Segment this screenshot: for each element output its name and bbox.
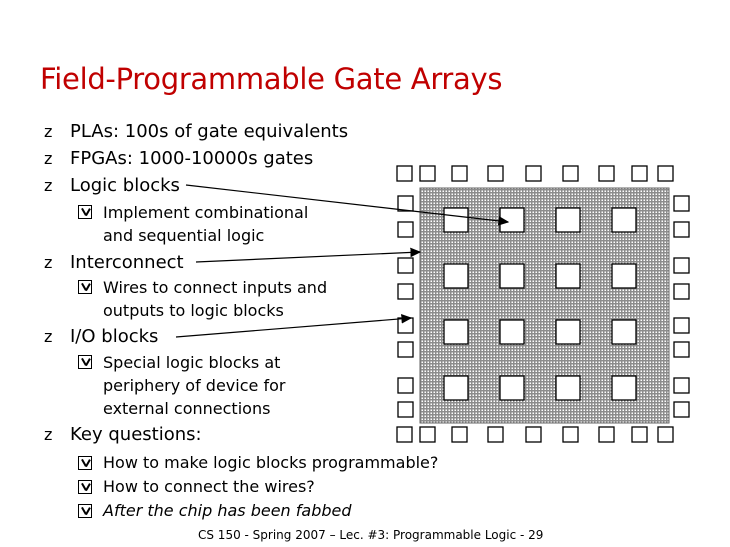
io-block [419,165,436,182]
checkbox-bullet-icon [78,205,92,219]
logic-block [611,319,637,345]
logic-block [555,207,581,233]
io-block [397,341,414,358]
checkbox-bullet-icon [78,480,92,494]
logic-block-arrow [185,184,510,226]
logic-block [443,263,469,289]
bullet-marker: z [44,176,53,195]
io-block [562,165,579,182]
io-block [673,401,690,418]
bullet-marker: z [44,253,53,272]
io-block [673,283,690,300]
sub-bullet-line: Special logic blocks at [103,353,281,372]
io-block [397,221,414,238]
bullet-text: PLAs: 100s of gate equivalents [70,121,349,142]
bullet-io-blocks: z I/O blocks [44,326,158,347]
io-block [397,283,414,300]
io-block [487,426,504,443]
logic-blocks [443,207,637,401]
logic-block [555,263,581,289]
interconnect-arrow [195,247,422,263]
io-block [397,401,414,418]
io-block [657,165,674,182]
sub-bullet-line: external connections [103,399,271,418]
logic-block [443,375,469,401]
bullet-text: I/O blocks [70,326,159,347]
io-blocks [396,165,690,443]
bullet-fpgas: z FPGAs: 1000-10000s gates [44,148,313,169]
bullet-interconnect: z Interconnect [44,252,184,273]
bullet-text: Logic blocks [70,175,180,196]
sub-bullet-line: periphery of device for [103,376,286,395]
io-block [673,317,690,334]
checkbox-bullet-icon [78,504,92,518]
bullet-text: Key questions: [70,424,202,445]
logic-block [611,207,637,233]
io-block [397,377,414,394]
logic-block [499,319,525,345]
logic-block [499,263,525,289]
io-block [631,426,648,443]
bullet-marker: z [44,425,53,444]
io-block [525,426,542,443]
question-item: How to connect the wires? [103,477,315,496]
bullet-marker: z [44,327,53,346]
checkbox-bullet-icon [78,355,92,369]
sub-bullet-logic-blocks: Implement combinational and sequential l… [78,201,308,247]
logic-block [443,319,469,345]
io-block [673,341,690,358]
io-block [419,426,436,443]
bullet-logic-blocks: z Logic blocks [44,175,180,196]
bullet-text: Interconnect [70,252,184,273]
sub-bullet-line: outputs to logic blocks [103,301,284,320]
bullet-text: FPGAs: 1000-10000s gates [70,148,314,169]
io-block-arrow [175,313,413,338]
io-block [673,195,690,212]
bullet-key-questions: z Key questions: [44,424,202,445]
io-block [631,165,648,182]
io-block [598,165,615,182]
io-block [673,377,690,394]
sub-bullet-line: and sequential logic [103,226,265,245]
logic-block [443,207,469,233]
sub-bullet-io-blocks: Special logic blocks at periphery of dev… [78,351,285,420]
checkbox-bullet-icon [78,456,92,470]
bullet-marker: z [44,149,53,168]
logic-block [611,375,637,401]
question-item: How to make logic blocks programmable? [103,453,439,472]
bullet-marker: z [44,122,53,141]
io-block [451,426,468,443]
io-block [397,317,414,334]
sub-bullet-line: Implement combinational [103,203,309,222]
logic-block [555,375,581,401]
io-block [525,165,542,182]
logic-block [499,375,525,401]
io-block [396,426,413,443]
io-block [673,221,690,238]
question-list: How to make logic blocks programmable? H… [78,451,438,523]
question-item: After the chip has been fabbed [103,501,352,520]
io-block [598,426,615,443]
slide-footer: CS 150 - Spring 2007 – Lec. #3: Programm… [198,528,544,542]
slide-title: Field-Programmable Gate Arrays [40,62,503,96]
io-block [657,426,674,443]
callout-arrows [175,184,510,338]
sub-bullet-interconnect: Wires to connect inputs and outputs to l… [78,276,327,322]
io-block [673,257,690,274]
io-block [396,165,413,182]
io-block [487,165,504,182]
io-block [451,165,468,182]
logic-block [555,319,581,345]
logic-block [611,263,637,289]
bullet-plas: z PLAs: 100s of gate equivalents [44,121,348,142]
checkbox-bullet-icon [78,280,92,294]
logic-block [499,207,525,233]
sub-bullet-line: Wires to connect inputs and [103,278,328,297]
io-block [562,426,579,443]
io-block [397,257,414,274]
io-block [397,195,414,212]
